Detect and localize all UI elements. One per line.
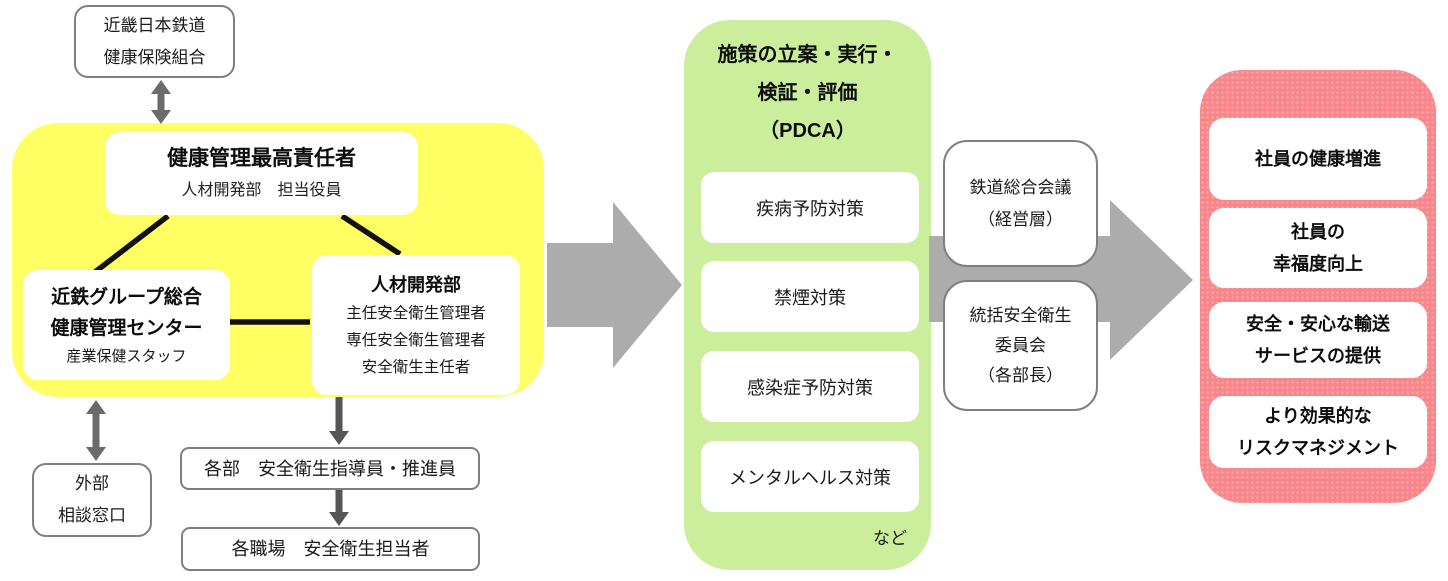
triangle-connector-lines (93, 213, 402, 325)
dept-safety-leaders-label: 各部 安全衛生指導員・推進員 (204, 458, 456, 479)
pdca-title-line3: （PDCA） (759, 120, 856, 142)
outcome-employee-happiness: 社員の 幸福度向上 (1209, 208, 1427, 288)
railway-general-council-line2: （経営層） (978, 209, 1063, 229)
pdca-item-label: 疾病予防対策 (756, 198, 864, 219)
railway-general-council-line1: 鉄道総合会議 (969, 177, 1072, 197)
health-center-line1: 近鉄グループ総合 (51, 286, 202, 308)
insurance-union-box: 近畿日本鉄道 健康保険組合 (74, 5, 235, 78)
hr-dept-line2: 専任安全衛生管理者 (346, 331, 486, 349)
health-center-line2: 健康管理センター (50, 317, 203, 339)
pdca-title: 施策の立案・実行・ 検証・評価 （PDCA） (684, 36, 931, 150)
outcome-risk-management: より効果的な リスクマネジメント (1209, 396, 1427, 468)
pdca-item-disease-prevention: 疾病予防対策 (701, 172, 919, 243)
outcome-line: 社員の健康増進 (1255, 149, 1381, 169)
workplace-safety-staff-label: 各職場 安全衛生担当者 (231, 539, 430, 559)
health-center-line3: 産業保健スタッフ (66, 347, 187, 365)
hr-dept-line3: 安全衛生主任者 (361, 358, 471, 376)
chief-health-officer-subtitle: 人材開発部 担当役員 (181, 181, 342, 199)
down-arrow-2-icon (329, 490, 349, 526)
pdca-etc-label: など (873, 529, 907, 548)
outcome-line: 幸福度向上 (1273, 254, 1363, 274)
flow-right-arrow-icon (547, 202, 682, 368)
safety-health-committee-line1: 統括安全衛生 (969, 305, 1072, 325)
safety-health-committee-line3: （各部長） (978, 365, 1063, 385)
hr-dept-title: 人材開発部 (371, 274, 461, 295)
outcome-line: より効果的な (1264, 406, 1372, 426)
outcome-safe-transport: 安全・安心な輸送 サービスの提供 (1209, 302, 1427, 378)
chief-health-officer-title: 健康管理最高責任者 (167, 146, 356, 170)
double-arrow-left-icon (86, 400, 106, 461)
pdca-item-no-smoking: 禁煙対策 (701, 261, 919, 332)
safety-health-committee-line2: 委員会 (995, 335, 1046, 355)
workplace-safety-staff-box: 各職場 安全衛生担当者 (181, 527, 480, 571)
safety-health-committee-box: 統括安全衛生 委員会 （各部長） (943, 280, 1098, 411)
health-center-box: 近鉄グループ総合 健康管理センター 産業保健スタッフ (23, 270, 230, 380)
double-arrow-top-icon (151, 80, 171, 124)
pdca-item-mental-health: メンタルヘルス対策 (701, 441, 919, 512)
chief-health-officer-box: 健康管理最高責任者 人材開発部 担当役員 (105, 132, 418, 215)
down-arrow-1-icon (329, 397, 349, 445)
pdca-item-label: メンタルヘルス対策 (729, 467, 891, 488)
hr-dept-line1: 主任安全衛生管理者 (346, 304, 486, 322)
railway-general-council-box: 鉄道総合会議 （経営層） (943, 140, 1098, 267)
pdca-item-label: 感染症予防対策 (747, 377, 873, 398)
outcome-line: 安全・安心な輸送 (1246, 314, 1390, 334)
pdca-item-label: 禁煙対策 (774, 287, 846, 308)
dept-safety-leaders-box: 各部 安全衛生指導員・推進員 (180, 447, 480, 490)
pdca-item-infection-prevention: 感染症予防対策 (701, 351, 919, 422)
outcome-line: リスクマネジメント (1237, 438, 1399, 458)
external-consultation-line2: 相談窓口 (58, 506, 126, 525)
outcome-health-promotion: 社員の健康増進 (1209, 118, 1427, 200)
insurance-union-line1: 近畿日本鉄道 (103, 15, 206, 35)
outcome-line: サービスの提供 (1255, 346, 1381, 366)
outcome-line: 社員の (1291, 222, 1345, 242)
external-consultation-box: 外部 相談窓口 (32, 463, 152, 537)
pdca-title-line2: 検証・評価 (757, 82, 858, 104)
external-consultation-line1: 外部 (75, 474, 109, 493)
insurance-union-line2: 健康保険組合 (103, 47, 206, 67)
pdca-title-line1: 施策の立案・実行・ (717, 44, 898, 66)
hr-dept-box: 人材開発部 主任安全衛生管理者 専任安全衛生管理者 安全衛生主任者 (312, 255, 520, 395)
